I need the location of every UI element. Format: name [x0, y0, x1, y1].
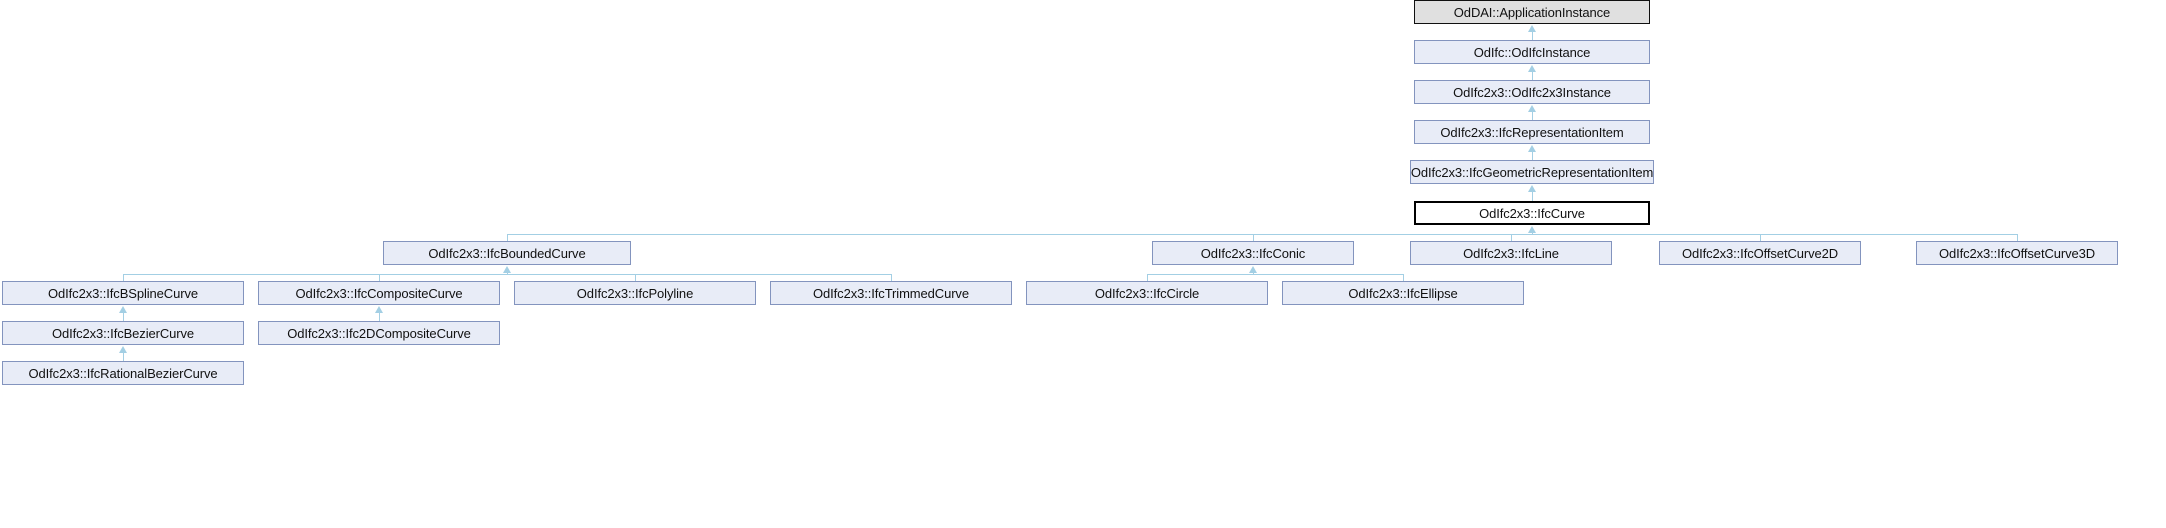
edge-stem-boundedcurve	[507, 272, 508, 274]
class-node-beziercurve[interactable]: OdIfc2x3::IfcBezierCurve	[2, 321, 244, 345]
edge-drop-offsetcurve2d	[1760, 234, 1761, 241]
inheritance-arrow-conic	[1249, 266, 1257, 273]
class-node-geomrepresent[interactable]: OdIfc2x3::IfcGeometricRepresentationItem	[1410, 160, 1654, 184]
class-node-polyline[interactable]: OdIfc2x3::IfcPolyline	[514, 281, 756, 305]
class-node-label: OdIfc2x3::OdIfc2x3Instance	[1453, 84, 1611, 100]
inheritance-arrow-geomrepresent	[1528, 185, 1536, 192]
edge-stem-compositecurve	[379, 312, 380, 314]
class-node-offsetcurve3d[interactable]: OdIfc2x3::IfcOffsetCurve3D	[1916, 241, 2118, 265]
edge-drop-circle	[1147, 274, 1148, 281]
class-node-ifc2dcomposite[interactable]: OdIfc2x3::Ifc2DCompositeCurve	[258, 321, 500, 345]
class-node-label: OdIfc2x3::IfcRationalBezierCurve	[28, 365, 218, 381]
class-node-label: OdIfc::OdIfcInstance	[1473, 44, 1591, 60]
class-node-label: OdDAI::ApplicationInstance	[1453, 4, 1611, 20]
edge-bus-ifccurve	[507, 234, 2017, 235]
edge-stem-conic	[1253, 272, 1254, 274]
edge-drop-odifc2x3instance	[1532, 73, 1533, 80]
class-node-line[interactable]: OdIfc2x3::IfcLine	[1410, 241, 1612, 265]
class-node-label: OdIfc2x3::IfcOffsetCurve2D	[1681, 245, 1839, 261]
class-node-label: OdIfc2x3::IfcCircle	[1094, 285, 1200, 301]
class-node-label: OdIfc2x3::IfcLine	[1463, 245, 1559, 261]
class-node-label: OdIfc2x3::IfcGeometricRepresentationItem	[1410, 164, 1654, 180]
class-node-compositecurve[interactable]: OdIfc2x3::IfcCompositeCurve	[258, 281, 500, 305]
edge-drop-geomrepresent	[1532, 153, 1533, 160]
edge-drop-conic	[1253, 234, 1254, 241]
class-node-bsplinecurve[interactable]: OdIfc2x3::IfcBSplineCurve	[2, 281, 244, 305]
edge-stem-representation	[1532, 151, 1533, 153]
edge-drop-ellipse	[1403, 274, 1404, 281]
edge-drop-ifccurve	[1532, 193, 1533, 201]
inheritance-arrow-beziercurve	[119, 346, 127, 353]
class-node-trimmedcurve[interactable]: OdIfc2x3::IfcTrimmedCurve	[770, 281, 1012, 305]
class-node-label: OdIfc2x3::IfcRepresentationItem	[1440, 124, 1624, 140]
class-node-label: OdIfc2x3::IfcConic	[1200, 245, 1306, 261]
edge-stem-bsplinecurve	[123, 312, 124, 314]
class-node-label: OdIfc2x3::IfcPolyline	[576, 285, 694, 301]
class-node-label: OdIfc2x3::IfcEllipse	[1348, 285, 1458, 301]
edge-drop-ifc2dcomposite	[379, 314, 380, 321]
class-node-appinstance[interactable]: OdDAI::ApplicationInstance	[1414, 0, 1650, 24]
class-node-ellipse[interactable]: OdIfc2x3::IfcEllipse	[1282, 281, 1524, 305]
class-node-label: OdIfc2x3::IfcOffsetCurve3D	[1938, 245, 2096, 261]
edge-stem-ifccurve	[1532, 232, 1533, 234]
inheritance-arrow-appinstance	[1528, 25, 1536, 32]
edge-drop-rationalbezier	[123, 354, 124, 361]
class-node-odifcinstance[interactable]: OdIfc::OdIfcInstance	[1414, 40, 1650, 64]
class-node-conic[interactable]: OdIfc2x3::IfcConic	[1152, 241, 1354, 265]
class-node-label: OdIfc2x3::IfcCurve	[1479, 205, 1585, 221]
class-node-odifc2x3instance[interactable]: OdIfc2x3::OdIfc2x3Instance	[1414, 80, 1650, 104]
edge-drop-odifcinstance	[1532, 33, 1533, 40]
edge-drop-beziercurve	[123, 314, 124, 321]
inheritance-arrow-boundedcurve	[503, 266, 511, 273]
class-node-label: OdIfc2x3::IfcBezierCurve	[51, 325, 195, 341]
inheritance-arrow-compositecurve	[375, 306, 383, 313]
class-node-label: OdIfc2x3::IfcBoundedCurve	[428, 245, 586, 261]
edge-drop-boundedcurve	[507, 234, 508, 241]
edge-drop-trimmedcurve	[891, 274, 892, 281]
edge-stem-beziercurve	[123, 352, 124, 354]
edge-drop-offsetcurve3d	[2017, 234, 2018, 241]
class-node-representation[interactable]: OdIfc2x3::IfcRepresentationItem	[1414, 120, 1650, 144]
class-node-label: OdIfc2x3::Ifc2DCompositeCurve	[287, 325, 471, 341]
edge-drop-bsplinecurve	[123, 274, 124, 281]
inheritance-arrow-odifcinstance	[1528, 65, 1536, 72]
edge-bus-boundedcurve	[123, 274, 891, 275]
class-node-rationalbezier[interactable]: OdIfc2x3::IfcRationalBezierCurve	[2, 361, 244, 385]
class-node-ifccurve: OdIfc2x3::IfcCurve	[1414, 201, 1650, 225]
class-node-boundedcurve[interactable]: OdIfc2x3::IfcBoundedCurve	[383, 241, 631, 265]
edge-drop-polyline	[635, 274, 636, 281]
edge-drop-representation	[1532, 113, 1533, 120]
class-node-label: OdIfc2x3::IfcCompositeCurve	[295, 285, 463, 301]
inheritance-arrow-bsplinecurve	[119, 306, 127, 313]
edge-stem-odifcinstance	[1532, 71, 1533, 73]
class-node-circle[interactable]: OdIfc2x3::IfcCircle	[1026, 281, 1268, 305]
edge-stem-odifc2x3instance	[1532, 111, 1533, 113]
inheritance-arrow-odifc2x3instance	[1528, 105, 1536, 112]
edge-bus-conic	[1147, 274, 1403, 275]
class-node-offsetcurve2d[interactable]: OdIfc2x3::IfcOffsetCurve2D	[1659, 241, 1861, 265]
inheritance-arrow-ifccurve	[1528, 226, 1536, 233]
class-node-label: OdIfc2x3::IfcTrimmedCurve	[813, 285, 969, 301]
inheritance-arrow-representation	[1528, 145, 1536, 152]
edge-drop-line	[1511, 234, 1512, 241]
class-node-label: OdIfc2x3::IfcBSplineCurve	[48, 285, 198, 301]
edge-drop-compositecurve	[379, 274, 380, 281]
edge-stem-appinstance	[1532, 31, 1533, 33]
edge-stem-geomrepresent	[1532, 191, 1533, 193]
